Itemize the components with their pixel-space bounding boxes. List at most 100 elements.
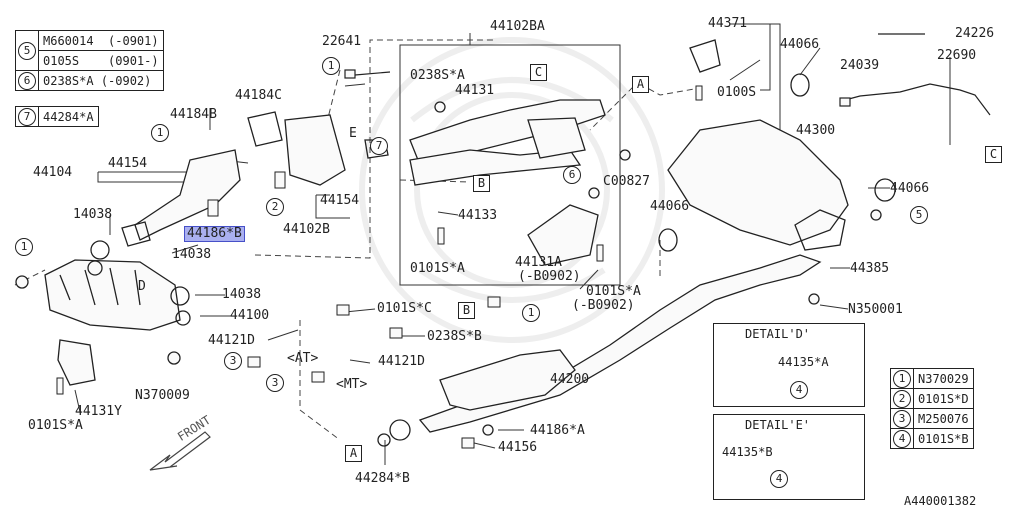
- part-label-44300[interactable]: 44300: [796, 123, 836, 138]
- part-label-44133[interactable]: 44133: [458, 208, 498, 223]
- part-label-44186b[interactable]: 44186*B: [184, 226, 245, 242]
- part-label-44184c[interactable]: 44184C: [235, 88, 282, 103]
- legend-num: 7: [15, 106, 39, 127]
- main-muffler: [658, 39, 896, 305]
- legend-code: 0101S*B: [913, 428, 974, 449]
- legend-num: 5: [15, 30, 39, 71]
- table-row: 6 0238S*A (-0902): [15, 70, 164, 91]
- part-label-44284b[interactable]: 44284*B: [355, 471, 410, 486]
- part-label-44066-right[interactable]: 44066: [890, 181, 930, 196]
- part-label-44131a-range: (-B0902): [518, 269, 581, 284]
- oxygen-sensors: [344, 33, 991, 116]
- part-label-44131a[interactable]: 44131A: [515, 255, 562, 270]
- part-label-44186a[interactable]: 44186*A: [530, 423, 585, 438]
- ref-marker-7: 7: [370, 137, 388, 155]
- part-label-44385[interactable]: 44385: [850, 261, 890, 276]
- connector-marker-a: A: [632, 76, 649, 93]
- part-label-0101sa-right-range: (-B0902): [572, 298, 635, 313]
- detail-d-box: [713, 323, 865, 407]
- diagram-id: A440001382: [904, 494, 977, 508]
- part-label-14038-top[interactable]: 14038: [73, 207, 113, 222]
- part-label-0101sa-right[interactable]: 0101S*A: [586, 284, 641, 299]
- part-label-0238sb[interactable]: 0238S*B: [427, 329, 482, 344]
- part-label-44121d-mt[interactable]: 44121D: [378, 354, 425, 369]
- legend-top-table: 5 M660014 (-0901) 0105S (0901-) 6 0238S*…: [15, 30, 164, 91]
- center-pipe: [364, 99, 631, 266]
- part-label-n350001[interactable]: N350001: [848, 302, 903, 317]
- part-label-14038-mid[interactable]: 14038: [172, 247, 212, 262]
- part-label-44131[interactable]: 44131: [455, 83, 495, 98]
- ref-marker-3: 3: [224, 352, 242, 370]
- part-label-e: E: [349, 126, 357, 141]
- legend-code: M660014 (-0901): [38, 30, 164, 51]
- part-label-24226[interactable]: 24226: [955, 26, 995, 41]
- part-label-44200[interactable]: 44200: [550, 372, 590, 387]
- front-arrow: [149, 431, 211, 471]
- part-label-0101sc[interactable]: 0101S*C: [377, 301, 432, 316]
- connector-marker-b: B: [473, 175, 490, 192]
- legend-num: 1: [890, 368, 914, 389]
- connector-marker-c: C: [985, 146, 1002, 163]
- part-label-44100[interactable]: 44100: [230, 308, 270, 323]
- part-label-44371[interactable]: 44371: [708, 16, 748, 31]
- legend-code: 0238S*A (-0902): [38, 70, 164, 91]
- ref-marker-6: 6: [563, 166, 581, 184]
- connector-marker-b: B: [458, 302, 475, 319]
- part-label-n370009[interactable]: N370009: [135, 388, 190, 403]
- variant-label-mt: <MT>: [336, 377, 368, 392]
- part-label-44104[interactable]: 44104: [33, 165, 73, 180]
- ref-marker-5: 5: [910, 206, 928, 224]
- detail-e-ref: 4: [770, 470, 788, 488]
- part-label-0100s[interactable]: 0100S: [717, 85, 757, 100]
- part-label-22690[interactable]: 22690: [937, 48, 977, 63]
- legend-code: 44284*A: [38, 106, 99, 127]
- table-row: 5 M660014 (-0901): [15, 30, 164, 71]
- table-row: 0105S (0901-): [16, 50, 164, 71]
- part-label-44066-left[interactable]: 44066: [650, 199, 690, 214]
- part-label-44102b[interactable]: 44102B: [283, 222, 330, 237]
- detail-e-box: [713, 414, 865, 500]
- legend-code: M250076: [913, 408, 974, 429]
- part-label-44066-top[interactable]: 44066: [780, 37, 820, 52]
- legend-num: 3: [890, 408, 914, 429]
- detail-d-title: DETAIL'D': [745, 327, 811, 341]
- part-label-44154-mid[interactable]: 44154: [320, 193, 360, 208]
- table-row: 7 44284*A: [15, 106, 99, 127]
- part-label-44121d-at[interactable]: 44121D: [208, 333, 255, 348]
- part-label-44156[interactable]: 44156: [498, 440, 538, 455]
- part-label-22641[interactable]: 22641: [322, 34, 362, 49]
- ref-marker-3: 3: [266, 374, 284, 392]
- front-downpipe: [121, 111, 346, 247]
- part-label-14038-low[interactable]: 14038: [222, 287, 262, 302]
- detail-e-title: DETAIL'E': [745, 418, 811, 432]
- assembly-box-44102ba: [399, 44, 621, 286]
- part-label-44102ba[interactable]: 44102BA: [490, 19, 545, 34]
- part-label-24039[interactable]: 24039: [840, 58, 880, 73]
- ref-marker-1: 1: [322, 57, 340, 75]
- ref-marker-1: 1: [151, 124, 169, 142]
- part-label-d: D: [138, 279, 146, 294]
- part-label-44184b[interactable]: 44184B: [170, 107, 217, 122]
- exhaust-manifold: [15, 240, 191, 386]
- detail-d-part[interactable]: 44135*A: [778, 355, 829, 369]
- connector-marker-c: C: [530, 64, 547, 81]
- legend-code: 0105S (0901-): [38, 50, 164, 71]
- variant-label-at: <AT>: [287, 351, 319, 366]
- part-label-c00827[interactable]: C00827: [603, 174, 650, 189]
- part-label-0101sa-mid[interactable]: 0101S*A: [410, 261, 465, 276]
- part-label-44131y[interactable]: 44131Y: [75, 404, 122, 419]
- part-label-0238sa[interactable]: 0238S*A: [410, 68, 465, 83]
- ref-marker-1: 1: [15, 238, 33, 256]
- part-label-0101sa-left[interactable]: 0101S*A: [28, 418, 83, 433]
- part-label-44154-left[interactable]: 44154: [108, 156, 148, 171]
- legend-code: 0101S*D: [913, 388, 974, 409]
- detail-e-part[interactable]: 44135*B: [722, 445, 773, 459]
- legend-num: 6: [15, 70, 39, 91]
- legend-num: 2: [890, 388, 914, 409]
